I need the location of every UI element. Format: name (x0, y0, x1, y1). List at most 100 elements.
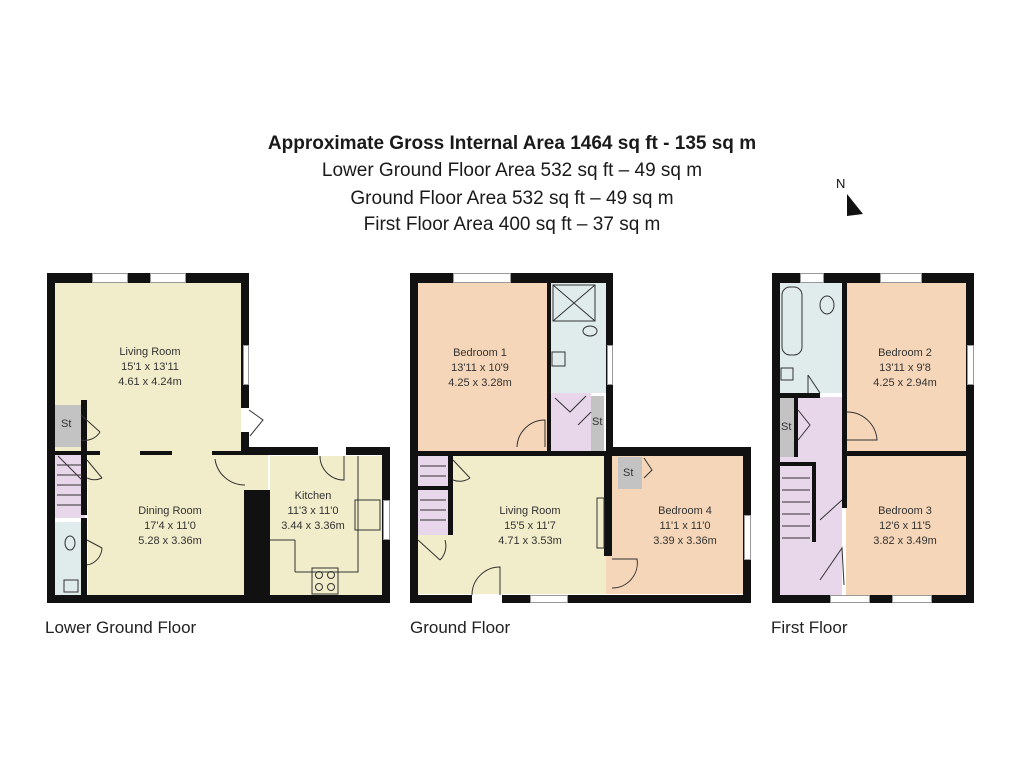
room-imperial: 15'5 x 11'7 (504, 520, 556, 532)
north-arrow-icon (847, 194, 863, 216)
room-metric: 3.82 x 3.49m (873, 535, 937, 547)
window (967, 345, 974, 385)
wall (410, 595, 751, 603)
room-label-bedroom2: Bedroom 2 13'11 x 9'8 4.25 x 2.94m (855, 346, 955, 391)
room-name: Dining Room (138, 505, 202, 517)
room-label-bedroom3: Bedroom 3 12'6 x 11'5 3.82 x 3.49m (855, 504, 955, 549)
room-metric: 4.61 x 4.24m (118, 376, 182, 388)
window (830, 595, 870, 603)
room-bedroom2 (846, 283, 966, 451)
ground-area: Ground Floor Area 532 sq ft – 49 sq m (350, 188, 674, 209)
room-label-dining: Dining Room 17'4 x 11'0 5.28 x 3.36m (115, 504, 225, 549)
first-area: First Floor Area 400 sq ft – 37 sq m (363, 214, 661, 235)
wall (772, 273, 780, 603)
room-metric: 5.28 x 3.36m (138, 535, 202, 547)
storage-label: St (61, 418, 72, 430)
window (453, 273, 511, 283)
wall (966, 273, 974, 603)
room-bedroom1 (418, 283, 547, 451)
wall (547, 283, 551, 453)
wall (842, 283, 847, 508)
room-ensuite (551, 283, 606, 393)
window (243, 345, 249, 385)
room-imperial: 17'4 x 11'0 (144, 520, 196, 532)
room-metric: 4.25 x 3.28m (448, 377, 512, 389)
wall (448, 456, 453, 486)
room-metric: 3.44 x 3.36m (281, 520, 345, 532)
wall (812, 462, 816, 542)
room-name: Bedroom 2 (878, 347, 932, 359)
door-opening (318, 447, 346, 455)
room-name: Bedroom 3 (878, 505, 932, 517)
window (92, 273, 128, 283)
room-label-bedroom4: Bedroom 4 11'1 x 11'0 3.39 x 3.36m (630, 504, 740, 549)
floor-label-first: First Floor (771, 618, 848, 637)
window (150, 273, 186, 283)
window (800, 273, 824, 283)
room-stairs-gf-up (418, 456, 448, 486)
window (383, 500, 390, 540)
opening (172, 451, 212, 455)
wall (794, 397, 798, 457)
room-imperial: 13'11 x 10'9 (451, 362, 509, 374)
wall (244, 490, 270, 595)
room-imperial: 15'1 x 13'11 (121, 361, 179, 373)
wall (47, 273, 249, 283)
wall (241, 447, 389, 455)
room-metric: 4.71 x 3.53m (498, 535, 562, 547)
wall (55, 451, 245, 455)
window (880, 273, 922, 283)
floor-label-lower-ground: Lower Ground Floor (45, 618, 197, 637)
room-label-kitchen: Kitchen 11'3 x 11'0 3.44 x 3.36m (268, 489, 358, 534)
room-stairs-gf-down (418, 490, 448, 535)
room-imperial: 13'11 x 9'8 (879, 362, 931, 374)
wall (81, 518, 87, 595)
lower-ground-area: Lower Ground Floor Area 532 sq ft – 49 s… (321, 160, 703, 181)
wall (606, 447, 751, 456)
room-metric: 3.39 x 3.36m (653, 535, 717, 547)
room-name: Bedroom 1 (453, 347, 507, 359)
room-name: Kitchen (294, 490, 332, 502)
room-metric: 4.25 x 2.94m (873, 377, 937, 389)
room-name: Living Room (119, 346, 181, 358)
room-landing-gf (551, 393, 591, 451)
gross-area-title: Approximate Gross Internal Area 1464 sq … (267, 133, 757, 154)
wall (81, 400, 87, 515)
room-name: Living Room (499, 505, 561, 517)
room-label-bedroom1: Bedroom 1 13'11 x 10'9 4.25 x 3.28m (425, 346, 535, 391)
wall (448, 490, 453, 535)
wall (47, 273, 55, 603)
wall (410, 273, 418, 603)
window (744, 515, 751, 560)
wall (418, 486, 453, 490)
storage-label: St (623, 467, 634, 479)
floor-label-ground: Ground Floor (410, 618, 511, 637)
wall (410, 273, 613, 283)
wall (780, 462, 815, 466)
room-dining (88, 453, 268, 595)
door-opening (606, 556, 612, 594)
room-bedroom3 (846, 456, 966, 595)
wall (47, 595, 390, 603)
compass: N (836, 176, 866, 222)
room-wc-lg (55, 522, 85, 595)
wall (780, 393, 820, 398)
compass-label: N (836, 176, 846, 191)
room-storage-lg (55, 405, 81, 447)
window (607, 345, 613, 385)
storage-label: St (592, 416, 603, 428)
storage-label: St (781, 421, 792, 433)
window (892, 595, 932, 603)
room-label-living-lg: Living Room 15'1 x 13'11 4.61 x 4.24m (90, 345, 210, 390)
wall (772, 273, 974, 283)
wall (772, 595, 974, 603)
room-imperial: 12'6 x 11'5 (879, 520, 931, 532)
room-storage-ff (780, 397, 794, 457)
entrance-door (472, 595, 502, 603)
room-imperial: 11'3 x 11'0 (287, 505, 339, 517)
room-storage-gf-b (618, 457, 642, 489)
room-name: Bedroom 4 (658, 505, 712, 517)
